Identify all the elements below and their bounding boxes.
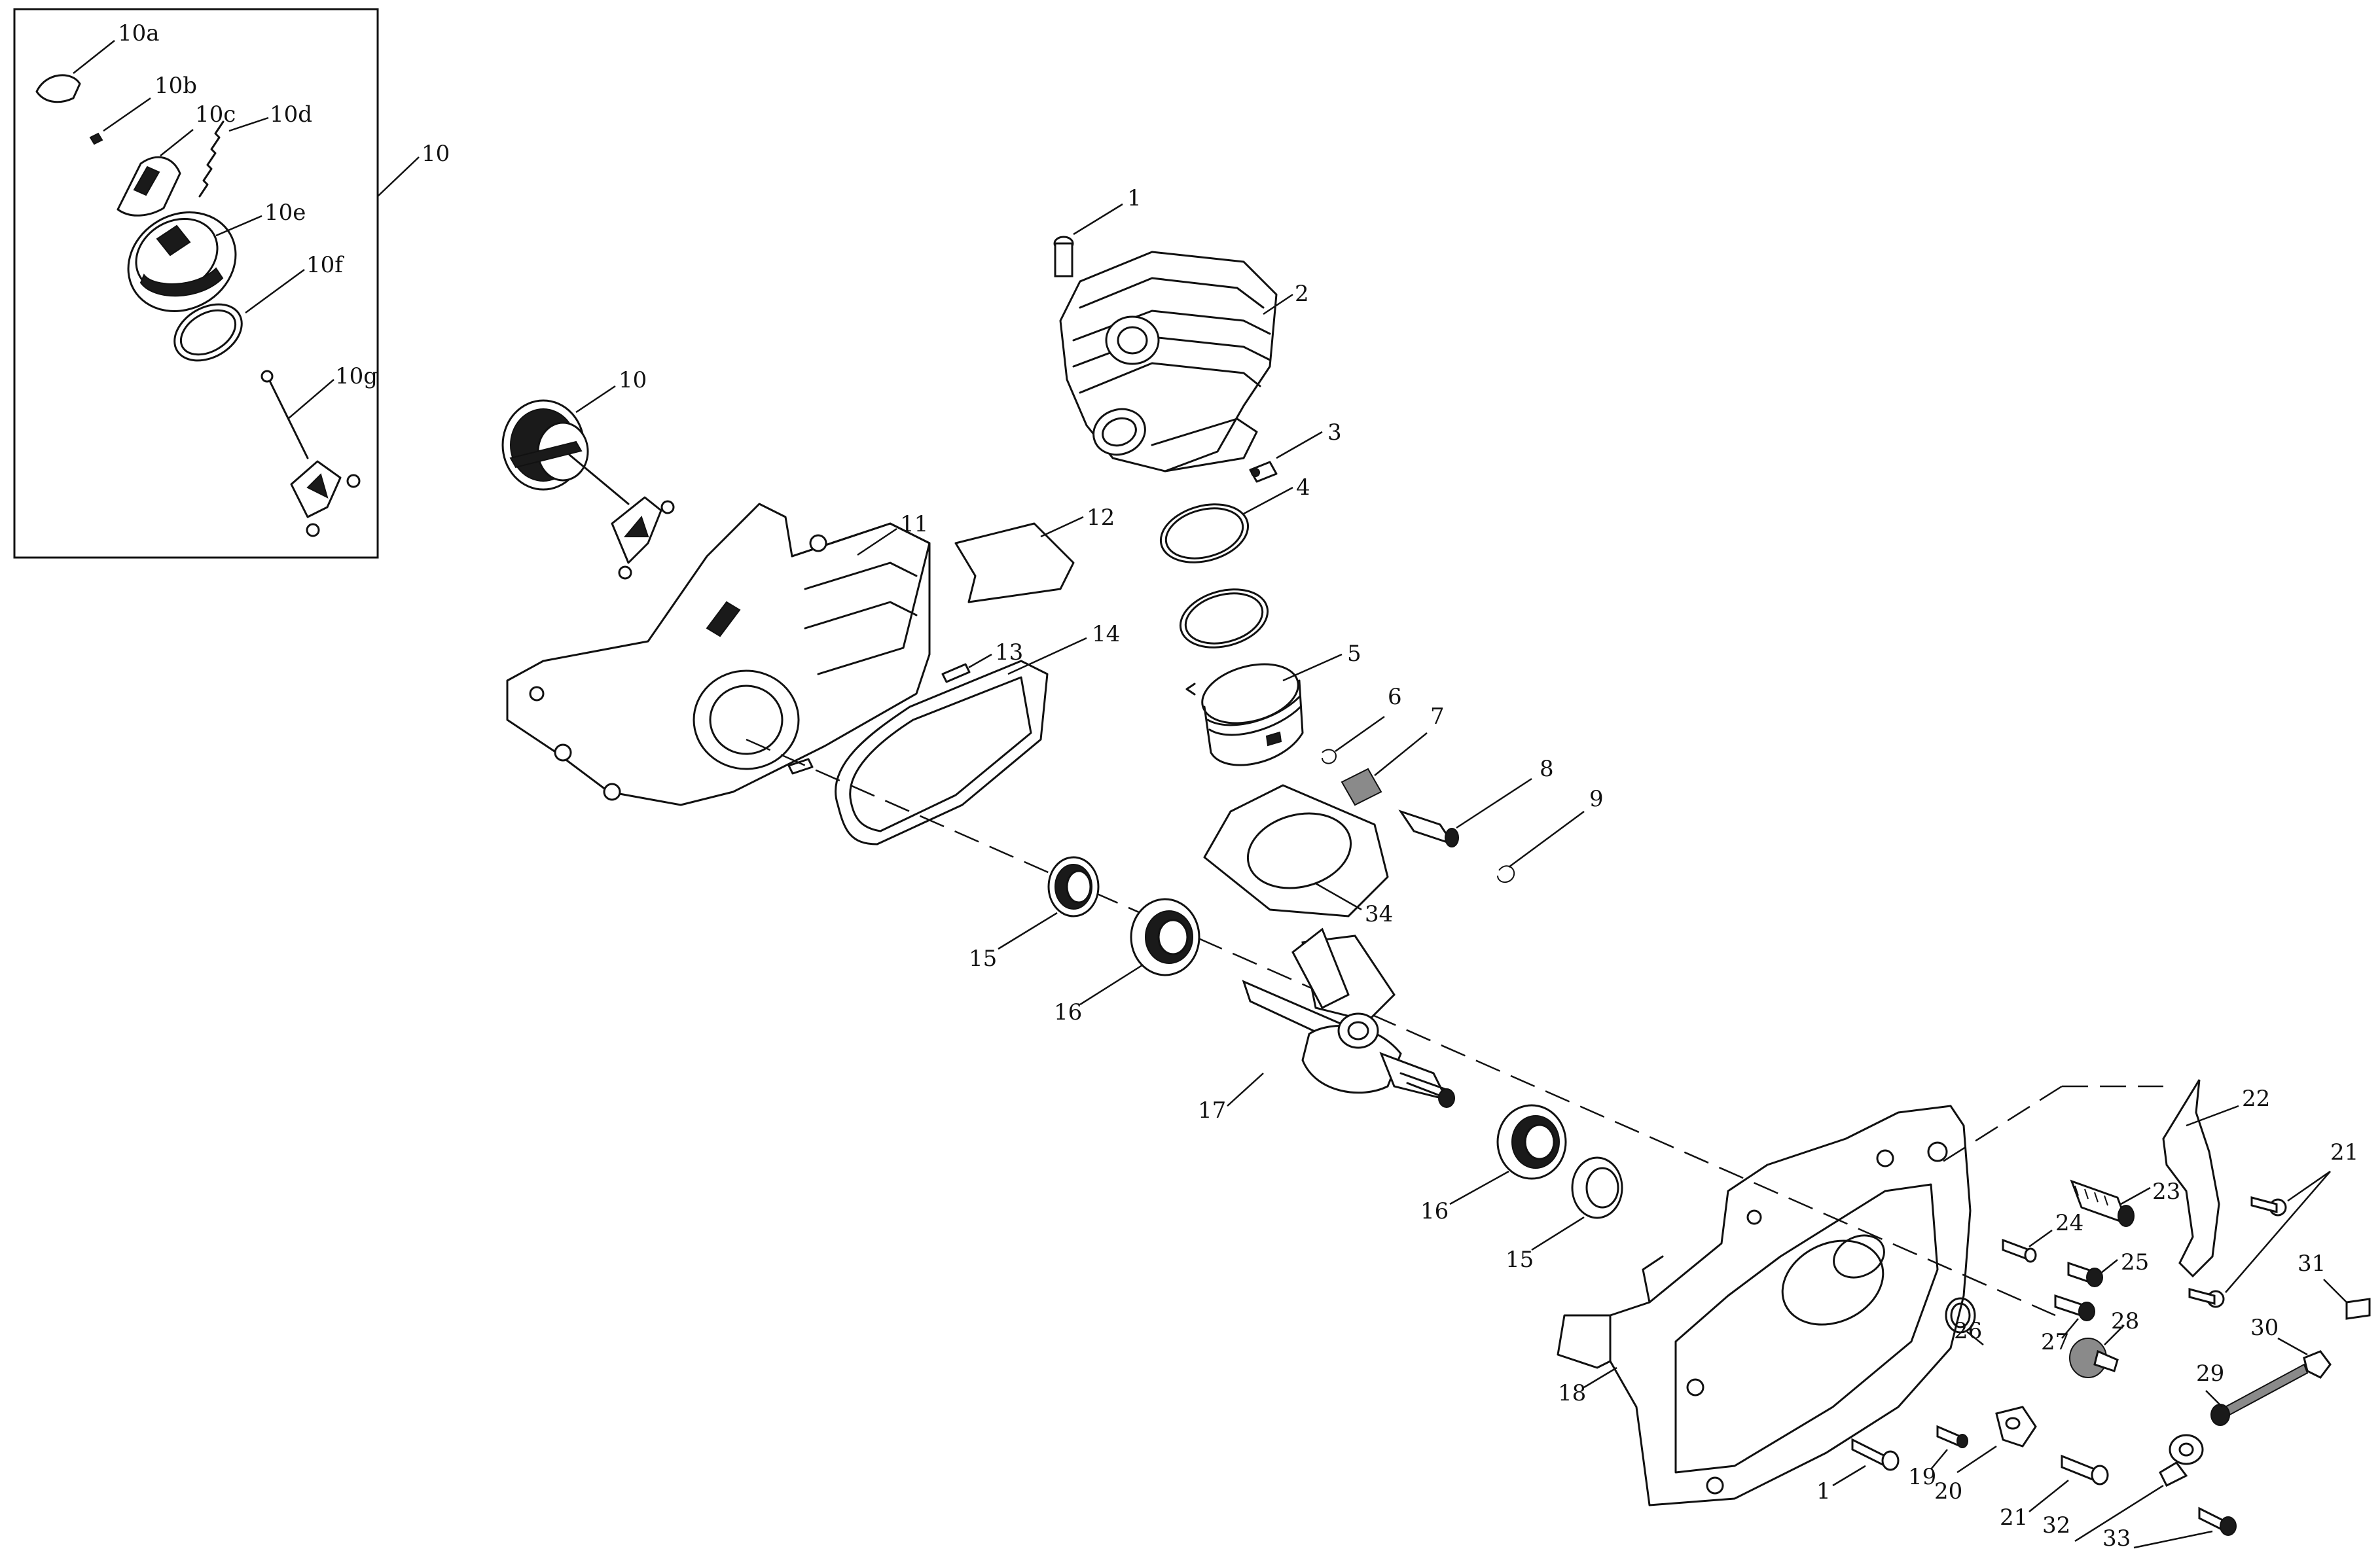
- part-8-piston-pin: [1398, 777, 1532, 847]
- callout-31: 31: [2298, 1251, 2326, 1277]
- callout-6: 6: [1388, 684, 1402, 710]
- part-10g-pickup: [261, 370, 361, 537]
- part-10-fuel-cap: [501, 385, 675, 580]
- guide-line-22b: [1937, 1085, 2063, 1166]
- part-34-base-gasket: [1203, 784, 1389, 917]
- part-13-dowel-pin: [787, 653, 992, 775]
- callout-11: 11: [900, 511, 928, 537]
- inset-frame: [13, 8, 379, 559]
- part-22-bracket: [2162, 1079, 2239, 1278]
- part-10d-spring: [198, 116, 269, 198]
- part-16-bearing-left: [1079, 898, 1200, 1006]
- crank-axis-line: [746, 738, 2056, 1317]
- part-10f-oring: [173, 268, 305, 362]
- part-4-piston-ring: [1159, 486, 1293, 649]
- callout-24: 24: [2055, 1210, 2083, 1236]
- part-31-pad: [2323, 1279, 2371, 1320]
- callout-33: 33: [2102, 1525, 2131, 1549]
- callout-23: 23: [2152, 1179, 2180, 1205]
- callout-28: 28: [2111, 1308, 2139, 1334]
- part-15-oil-seal-left: [998, 856, 1100, 950]
- callout-5: 5: [1347, 641, 1361, 667]
- callout-4: 4: [1296, 474, 1310, 501]
- callout-9: 9: [1589, 786, 1604, 812]
- part-25-bolt: [2067, 1259, 2118, 1287]
- part-26-washer: [1945, 1297, 1984, 1345]
- part-21-screws-right: [2188, 1170, 2331, 1308]
- callout-1-top: 1: [1127, 185, 1142, 211]
- part-18-crankcase-right: [1557, 1105, 1972, 1506]
- callout-10c: 10c: [195, 101, 236, 128]
- part-6-clip: [1322, 715, 1385, 764]
- callout-17: 17: [1198, 1097, 1226, 1124]
- part-10c-latch: [117, 129, 194, 217]
- callout-10a: 10a: [118, 20, 160, 46]
- callout-10e: 10e: [264, 200, 306, 226]
- part-21-screw-bottom: [2028, 1454, 2109, 1512]
- part-17-crankshaft: [1227, 927, 1455, 1108]
- part-30-tension-nut: [2277, 1337, 2332, 1379]
- callout-29: 29: [2196, 1361, 2224, 1387]
- callout-26: 26: [1954, 1318, 1982, 1344]
- part-14-gasket: [835, 637, 1087, 846]
- part-15-oil-seal-right: [1531, 1156, 1623, 1251]
- part-5-piston: [1185, 653, 1343, 766]
- part-33-screw: [2133, 1506, 2237, 1549]
- part-11-crankcase-left: [506, 503, 931, 806]
- part-12-sheet: [954, 516, 1084, 603]
- callout-15-left: 15: [969, 946, 997, 972]
- callout-8: 8: [1540, 756, 1554, 782]
- callout-10: 10: [619, 367, 647, 393]
- callout-32: 32: [2042, 1512, 2070, 1539]
- part-32-bracket: [2074, 1434, 2204, 1542]
- callout-15-right: 15: [1506, 1247, 1534, 1273]
- part-29-adjusting-screw: [2205, 1363, 2309, 1426]
- callout-21-bottom: 21: [2000, 1504, 2028, 1531]
- callout-3: 3: [1327, 419, 1342, 446]
- callout-14: 14: [1092, 621, 1120, 647]
- callout-16-left: 16: [1054, 999, 1082, 1025]
- part-10a-cap: [35, 40, 115, 103]
- callout-18: 18: [1558, 1380, 1586, 1406]
- callout-1-bottom: 1: [1816, 1478, 1831, 1504]
- part-1-bolt-bottom: [1832, 1438, 1900, 1487]
- part-2-cylinder: [1059, 251, 1293, 472]
- part-20-plate: [1956, 1406, 2037, 1474]
- part-7-needle-bearing: [1341, 732, 1428, 806]
- part-16-bearing-right: [1449, 1104, 1567, 1205]
- callout-10d: 10d: [270, 101, 312, 128]
- part-9-circlip: [1497, 810, 1585, 883]
- callout-25: 25: [2121, 1249, 2149, 1275]
- callout-2: 2: [1295, 281, 1309, 307]
- callout-10b: 10b: [154, 73, 197, 99]
- part-10e-cap-body: [127, 211, 262, 312]
- callout-21-right: 21: [2330, 1139, 2358, 1166]
- callout-7: 7: [1430, 703, 1445, 730]
- inset-detail-10: 10 10a 10b 10c 10d: [13, 8, 450, 559]
- part-24-pin: [2002, 1229, 2053, 1263]
- callout-10-inset: 10: [422, 141, 450, 167]
- callout-22: 22: [2242, 1086, 2270, 1112]
- callout-10g: 10g: [335, 363, 378, 389]
- part-28-gear: [2069, 1325, 2125, 1378]
- callout-19: 19: [1908, 1464, 1936, 1490]
- callout-16-right: 16: [1420, 1198, 1449, 1224]
- part-23-stud: [2070, 1179, 2151, 1227]
- callout-34: 34: [1365, 901, 1393, 927]
- callout-27: 27: [2041, 1329, 2069, 1355]
- part-1-bolt-top: [1053, 203, 1123, 277]
- part-19-plug: [1930, 1425, 1968, 1470]
- callout-10f: 10f: [306, 252, 344, 278]
- part-10b-clip: [89, 97, 151, 145]
- callout-30: 30: [2250, 1315, 2279, 1341]
- callout-20: 20: [1934, 1478, 1962, 1504]
- callout-12: 12: [1087, 505, 1115, 531]
- part-3-valve: [1249, 431, 1323, 483]
- part-27-bolt: [2054, 1294, 2095, 1339]
